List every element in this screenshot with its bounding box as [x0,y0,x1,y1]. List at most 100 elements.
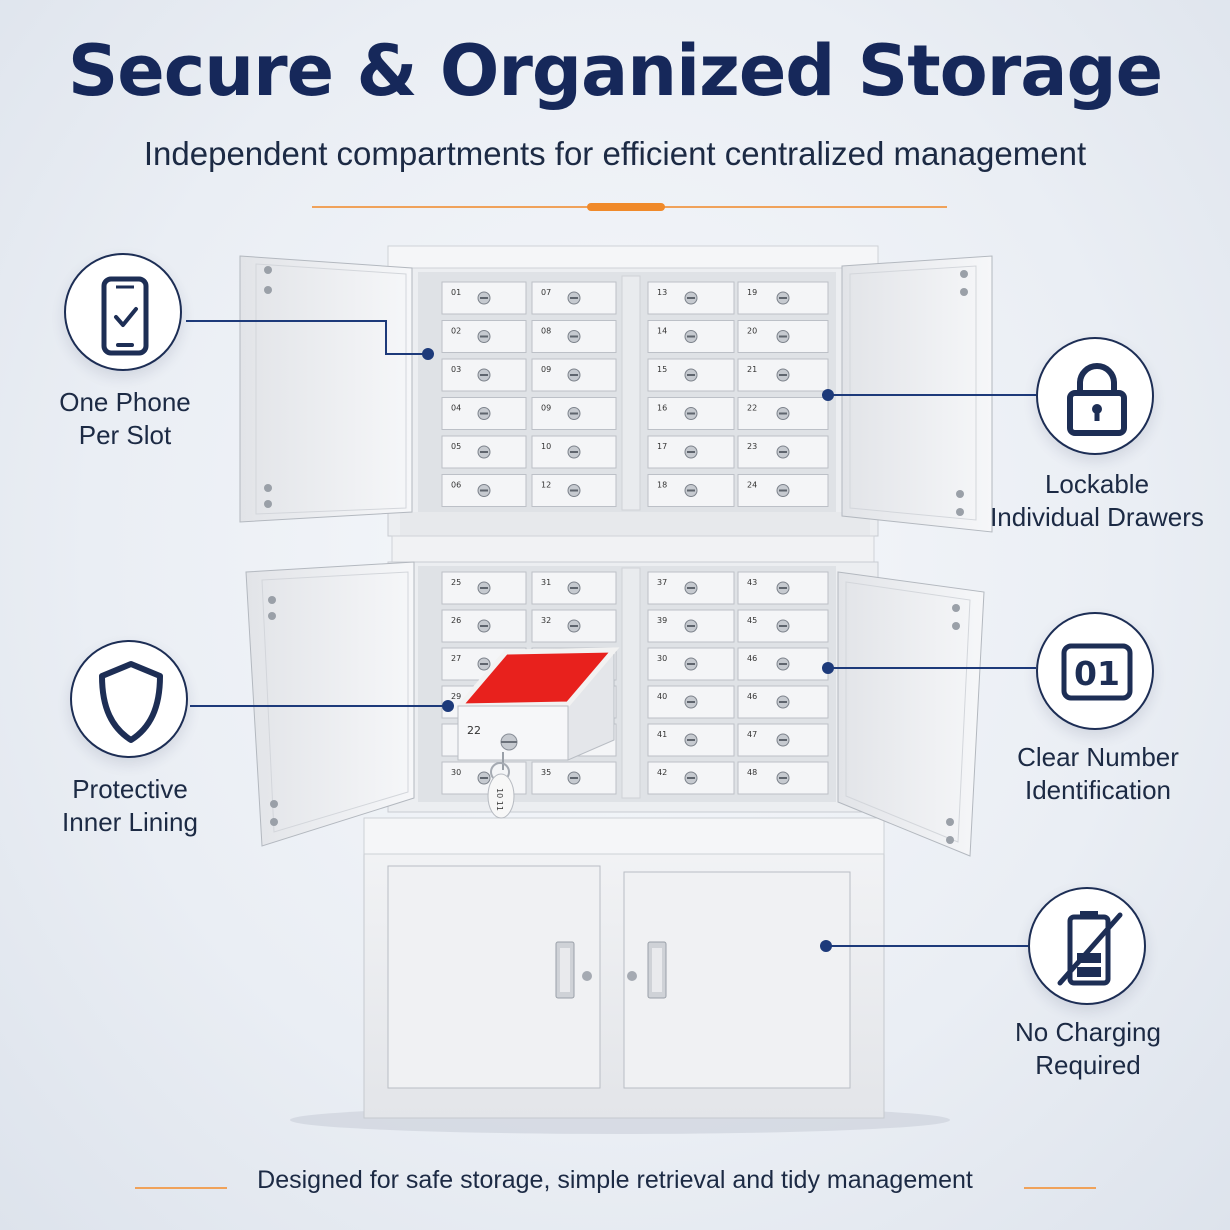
drawer-number: 10 [541,442,551,451]
open-drawer-rim [454,647,620,709]
drawer-number: 13 [657,288,667,297]
base-lock-right [627,971,637,981]
drawer-number: 12 [541,481,551,490]
drawer-number: 30 [451,768,461,777]
drawer-number: 09 [541,404,551,413]
drawer-number: 48 [747,768,757,777]
battery-crossed-icon [1057,911,1123,986]
feature-shield-label: Protective Inner Lining [30,773,230,839]
page-title: Secure & Organized Storage [67,30,1163,112]
lower-right-door [837,571,985,857]
feature-number-badge: 01 [1036,612,1154,730]
drawer-number: 09 [541,365,551,374]
drawer-number: 01 [451,288,461,297]
base-top [363,817,885,855]
feature-phone-label: One Phone Per Slot [30,386,220,452]
drawer-front[interactable] [441,358,527,392]
feature-lock-line2: Individual Drawers [990,502,1204,532]
page-subtitle: Independent compartments for efficient c… [143,135,1087,172]
footer-rule-left [135,1187,227,1189]
drawer-number: 02 [451,327,461,336]
lower-center-post [621,567,641,799]
feature-number-line2: Identification [1025,775,1171,805]
shield-icon [99,661,163,743]
connector-phone [186,320,428,355]
feature-shield-badge [70,640,188,758]
drawer-number: 41 [657,730,667,739]
divider-accent [587,203,665,211]
drawer-number: 32 [541,616,551,625]
open-drawer-front [457,705,569,761]
drawer-number: 16 [657,404,667,413]
drawer-number: 40 [657,692,667,701]
open-drawer-number: 22 [467,724,481,737]
middle-rail [391,535,875,567]
feature-number-label: Clear Number Identification [996,741,1200,807]
footer-rule-right [1024,1187,1096,1189]
feature-phone-line1: One Phone [59,387,191,417]
feature-battery-badge [1028,887,1146,1005]
connector-dot [822,662,834,674]
drawer-number: 46 [747,692,757,701]
drawer-number: 18 [657,481,667,490]
drawer-number: 14 [657,327,667,336]
feature-phone-badge [64,253,182,371]
connector-dot [442,700,454,712]
drawer-number: 25 [451,578,461,587]
drawer-number: 05 [451,442,461,451]
drawer-number: 03 [451,365,461,374]
lower-left-door [245,561,415,847]
drawer-number: 29 [451,692,461,701]
drawer-number: 26 [451,616,461,625]
drawer-number: 23 [747,442,757,451]
footer-text: Designed for safe storage, simple retrie… [257,1166,973,1194]
drawer-front[interactable] [531,320,617,353]
drawer-number: 21 [747,365,757,374]
drawer-number: 04 [451,404,461,413]
feature-battery-label: No Charging Required [990,1016,1186,1082]
drawer-number: 24 [747,481,757,490]
drawer-number: 37 [657,578,667,587]
connector-dot [822,389,834,401]
feature-lock-badge [1036,337,1154,455]
drawer-number: 08 [541,327,551,336]
upper-bottom-rail [400,512,870,536]
feature-number-line1: Clear Number [1017,742,1179,772]
drawer-number: 17 [657,442,667,451]
drawer-number: 47 [747,730,757,739]
base-lock-left [582,971,592,981]
feature-battery-line2: Required [1035,1050,1141,1080]
padlock-icon [1067,363,1127,436]
drawer-number: 19 [747,288,757,297]
drawer-number: 07 [541,288,551,297]
drawer-number: 39 [657,616,667,625]
number-01-icon: 01 [1061,643,1133,701]
drawer-number: 15 [657,365,667,374]
feature-battery-line1: No Charging [1015,1017,1161,1047]
svg-text:01: 01 [1074,654,1120,693]
key-tag-text: 10 11 [495,788,504,811]
drawer-front[interactable] [531,474,617,507]
feature-shield-line2: Inner Lining [62,807,198,837]
upper-center-post [621,275,641,511]
drawer-number: 30 [657,654,667,663]
connector-dot [820,940,832,952]
feature-lock-line1: Lockable [1044,469,1150,499]
drawer-number: 20 [747,327,757,336]
feature-lock-label: Lockable Individual Drawers [990,468,1204,534]
drawer-number: 43 [747,578,757,587]
feature-phone-line2: Per Slot [78,420,172,450]
upper-top-cap [387,245,879,269]
drawer-number: 27 [451,654,461,663]
drawer-number: 46 [747,654,757,663]
connector-dot [422,348,434,360]
drawer-number: 22 [747,404,757,413]
drawer-number: 45 [747,616,757,625]
drawer-number: 31 [541,578,551,587]
drawer-number: 42 [657,768,667,777]
phone-check-icon [101,276,149,356]
feature-shield-line1: Protective [72,774,188,804]
key-tag [487,773,515,819]
